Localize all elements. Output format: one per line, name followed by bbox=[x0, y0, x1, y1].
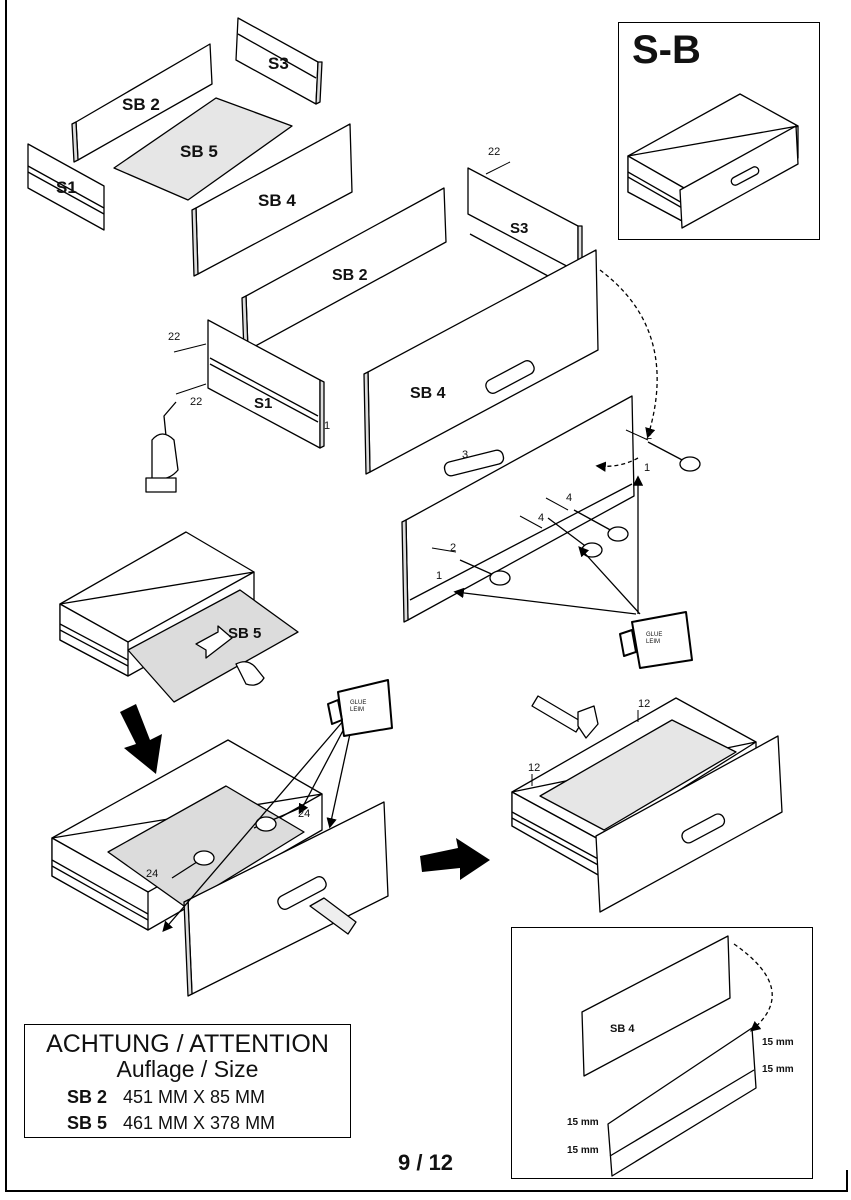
drawer-step3 bbox=[51, 739, 389, 997]
label-s3-large: S3 bbox=[510, 220, 529, 237]
sb-overview-drawer bbox=[627, 93, 799, 229]
big-arrow-right bbox=[420, 838, 490, 880]
drawer-step4 bbox=[511, 697, 783, 913]
screws bbox=[173, 161, 649, 553]
measure-15mm-2: 15 mm bbox=[762, 1064, 794, 1075]
part-sb4-small bbox=[191, 123, 353, 277]
label-s1-small: S1 bbox=[56, 178, 77, 197]
hammer-icon bbox=[531, 695, 599, 739]
label-sb4-small: SB 4 bbox=[258, 191, 296, 210]
label-sb2-large: SB 2 bbox=[332, 267, 368, 284]
label-sb5-step2: SB 5 bbox=[228, 625, 262, 642]
part-sb2-large bbox=[241, 187, 447, 353]
label-sb4-front: SB 4 bbox=[410, 385, 446, 402]
callout-4-b: 4 bbox=[538, 512, 545, 524]
label-s1-large: S1 bbox=[254, 395, 273, 412]
glue-bottle-icon bbox=[619, 611, 693, 669]
drawer-step2 bbox=[59, 531, 299, 703]
screwdrivers bbox=[459, 441, 701, 586]
page-border-left bbox=[5, 0, 7, 1192]
measure-15mm-1: 15 mm bbox=[762, 1037, 794, 1048]
attention-box: ACHTUNG / ATTENTION Auflage / Size SB 2 4… bbox=[24, 1024, 351, 1138]
big-arrow-down bbox=[120, 704, 162, 774]
glue-arrows bbox=[453, 475, 644, 615]
page-border-bottom bbox=[5, 1190, 848, 1192]
callout-3: 3 bbox=[462, 449, 469, 461]
callout-2-b: 2 bbox=[450, 542, 457, 554]
detail-label-sb4: SB 4 bbox=[610, 1023, 635, 1035]
page-number: 9 / 12 bbox=[398, 1150, 454, 1175]
measure-15mm-3: 15 mm bbox=[567, 1117, 599, 1128]
size-row: SB 2 451 MM X 85 MM bbox=[67, 1087, 265, 1108]
part-sb4-back bbox=[401, 395, 635, 623]
glue-bottle-icon-2 bbox=[327, 679, 393, 737]
callout-1-c: 1 bbox=[436, 570, 443, 582]
attention-subtitle: Auflage / Size bbox=[116, 1056, 259, 1082]
sb-title: S-B bbox=[632, 28, 701, 72]
callout-22-a: 22 bbox=[488, 146, 501, 158]
part-s1-small bbox=[27, 143, 105, 231]
detail-drawing bbox=[581, 935, 773, 1177]
callout-24-a: 24 bbox=[298, 808, 311, 820]
callout-12-a: 12 bbox=[638, 698, 651, 710]
attention-title: ACHTUNG / ATTENTION bbox=[46, 1030, 329, 1058]
callout-22-b: 22 bbox=[168, 331, 181, 343]
part-s1-large bbox=[207, 319, 325, 449]
sb-overview-box bbox=[618, 22, 820, 240]
part-sb4-front bbox=[363, 249, 599, 475]
callout-24-b: 24 bbox=[146, 868, 159, 880]
size-row-part: SB 5 bbox=[67, 1113, 108, 1133]
nails bbox=[531, 710, 639, 786]
page-border-right bbox=[846, 1170, 848, 1192]
label-sb2-small: SB 2 bbox=[122, 95, 160, 114]
size-row-part: SB 2 bbox=[67, 1087, 108, 1107]
size-row-value: 461 MM X 378 MM bbox=[123, 1113, 276, 1133]
callout-1-b: 1 bbox=[644, 462, 651, 474]
detail-box bbox=[511, 927, 813, 1179]
part-s3-small bbox=[235, 17, 323, 105]
part-sb2-small bbox=[71, 43, 213, 163]
callout-1-a: 1 bbox=[324, 420, 331, 432]
hand-icon bbox=[145, 433, 179, 493]
callout-12-b: 12 bbox=[528, 762, 541, 774]
callout-22-c: 22 bbox=[190, 396, 203, 408]
label-s3-small: S3 bbox=[268, 54, 289, 73]
measure-15mm-4: 15 mm bbox=[567, 1145, 599, 1156]
label-sb5-small: SB 5 bbox=[180, 142, 218, 161]
handle-3 bbox=[443, 449, 505, 477]
size-row-value: 451 MM X 85 MM bbox=[123, 1087, 266, 1107]
allen-key bbox=[163, 401, 177, 437]
size-row: SB 5 461 MM X 378 MM bbox=[67, 1113, 275, 1134]
part-sb5-small bbox=[113, 97, 293, 201]
dashed-curve-arrow bbox=[595, 269, 658, 472]
callout-2-a: 2 bbox=[646, 430, 653, 442]
callout-4-a: 4 bbox=[566, 492, 573, 504]
